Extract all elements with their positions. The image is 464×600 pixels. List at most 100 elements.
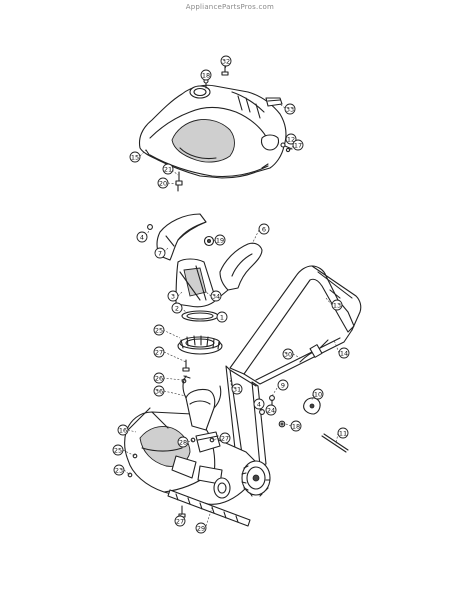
- callout-c17: 17: [292, 139, 304, 151]
- scraper-bar: [167, 489, 251, 527]
- callout-number: 26: [155, 374, 163, 382]
- callout-circle: [220, 55, 232, 67]
- callout-number: 18: [202, 71, 210, 79]
- callout-number: 27: [221, 434, 229, 442]
- callout-circle: [153, 346, 165, 358]
- callout-number: 15: [131, 153, 139, 161]
- callout-number: 4: [257, 400, 261, 408]
- callout-c9: 9: [277, 379, 289, 391]
- callout-c25b: 25: [112, 444, 124, 456]
- callout-circle: [214, 234, 226, 246]
- callout-c19: 19: [214, 234, 226, 246]
- callout-circle: [117, 424, 129, 436]
- callout-circle: [200, 69, 212, 81]
- callout-number: 4: [140, 233, 144, 241]
- chute-ring: [181, 310, 219, 322]
- handle-washers: [259, 409, 286, 428]
- callout-number: 32: [222, 57, 230, 65]
- wheel: [213, 460, 271, 499]
- callout-circle: [219, 432, 231, 444]
- callout-number: 30: [284, 350, 292, 358]
- callout-number: 17: [294, 141, 302, 149]
- callout-circle: [153, 324, 165, 336]
- callout-c31: 31: [231, 383, 243, 395]
- chute-handle-bracket: [215, 242, 263, 301]
- callout-circle: [129, 151, 141, 163]
- callout-circle: [216, 311, 228, 323]
- upper-handle: [229, 265, 362, 385]
- callout-c15: 15: [129, 151, 141, 163]
- callout-c21: 21: [162, 163, 174, 175]
- callout-c12: 12: [285, 133, 297, 145]
- callout-number: 2: [175, 304, 179, 312]
- callout-circle: [265, 404, 277, 416]
- callout-number: 1: [220, 313, 224, 321]
- callout-number: 11: [339, 429, 347, 437]
- callout-number: 7: [158, 249, 162, 257]
- callout-number: 14: [340, 349, 348, 357]
- callout-number: 28: [179, 438, 187, 446]
- callout-c7: 7: [154, 247, 166, 259]
- callout-number: 24: [267, 406, 275, 414]
- callout-c18b: 18: [290, 420, 302, 432]
- chute-nut: [147, 224, 153, 230]
- callout-circle: [231, 383, 243, 395]
- callout-c13: 13: [331, 299, 343, 311]
- callout-c18: 18: [200, 69, 212, 81]
- callout-circle: [157, 177, 169, 189]
- auger-paddles: [171, 431, 223, 485]
- callout-circle: [258, 223, 270, 235]
- callout-circle: [292, 139, 304, 151]
- callout-c28: 28: [177, 436, 189, 448]
- callout-circle: [282, 348, 294, 360]
- handle-control-cable: [299, 339, 329, 363]
- callout-c27a: 27: [153, 346, 165, 358]
- callout-circle: [174, 515, 186, 527]
- callout-c20: 20: [157, 177, 169, 189]
- callout-c23: 23: [113, 464, 125, 476]
- callout-c33: 33: [284, 103, 296, 115]
- callout-number: 20: [159, 179, 167, 187]
- callout-c34: 34: [210, 290, 222, 302]
- callout-c3: 3: [167, 290, 179, 302]
- callout-number: 25: [155, 326, 163, 334]
- callout-number: 36: [155, 387, 163, 395]
- callout-c30: 30: [282, 348, 294, 360]
- discharge-chute: [175, 258, 217, 308]
- callout-number: 16: [119, 426, 127, 434]
- callout-number: 33: [286, 105, 294, 113]
- callout-circle: [112, 444, 124, 456]
- callout-number: 12: [287, 135, 295, 143]
- callout-circle: [167, 290, 179, 302]
- callout-number: 34: [212, 292, 220, 300]
- callout-c2: 2: [171, 302, 183, 314]
- callout-number: 3: [171, 292, 175, 300]
- callout-circle: [136, 231, 148, 243]
- grommet-part: [265, 97, 283, 107]
- callout-c16: 16: [117, 424, 129, 436]
- callout-number: 19: [216, 236, 224, 244]
- callout-c26: 26: [153, 372, 165, 384]
- callout-c1: 1: [216, 311, 228, 323]
- callout-number: 21: [164, 165, 172, 173]
- housing-fasteners: [127, 437, 215, 518]
- callout-circle: [210, 290, 222, 302]
- callout-c32: 32: [220, 55, 232, 67]
- callout-c27c: 27: [174, 515, 186, 527]
- callout-circle: [284, 103, 296, 115]
- callout-number: 9: [281, 381, 285, 389]
- callout-number: 13: [333, 301, 341, 309]
- callout-number: 27: [155, 348, 163, 356]
- callout-c29: 29: [195, 522, 207, 534]
- callout-circle: [290, 420, 302, 432]
- callout-circle: [153, 385, 165, 397]
- callout-number: 6: [262, 225, 266, 233]
- chute-crank-fasteners: [175, 171, 183, 192]
- callout-c11: 11: [337, 427, 349, 439]
- side-fasteners: [280, 142, 293, 153]
- callout-circle: [113, 464, 125, 476]
- callout-number: 23: [115, 466, 123, 474]
